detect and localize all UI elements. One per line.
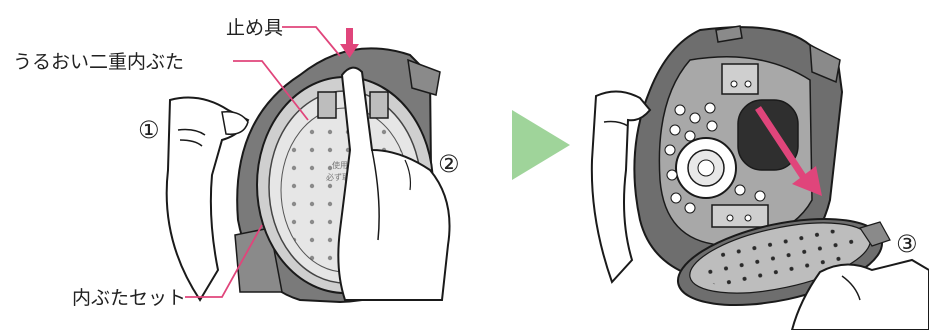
arrow-down-icon <box>340 28 359 58</box>
right-figure: ③ <box>590 25 929 330</box>
step-3-number: ③ <box>896 230 918 258</box>
holding-hand <box>590 90 652 284</box>
svg-text:使用時: 使用時 <box>332 160 356 170</box>
step-1-number: ① <box>138 116 160 144</box>
right-hand <box>337 66 451 301</box>
left-figure: 使用時 必ず取っ 止め具 うるおい二重内ぶた <box>13 17 460 309</box>
left-hand <box>165 96 250 302</box>
arrow-diagonal-icon <box>755 106 822 196</box>
label-stopper: 止め具 <box>226 17 283 39</box>
label-lid-set: 内ぶたセット <box>72 287 186 309</box>
leader-lines <box>185 26 341 298</box>
triangle-right-icon <box>512 110 570 180</box>
svg-text:必ず取っ: 必ず取っ <box>326 172 358 182</box>
step-2-number: ② <box>438 150 460 178</box>
lid-body-right <box>633 25 844 277</box>
pulling-hand <box>790 258 929 330</box>
label-inner-lid: うるおい二重内ぶた <box>13 51 184 73</box>
